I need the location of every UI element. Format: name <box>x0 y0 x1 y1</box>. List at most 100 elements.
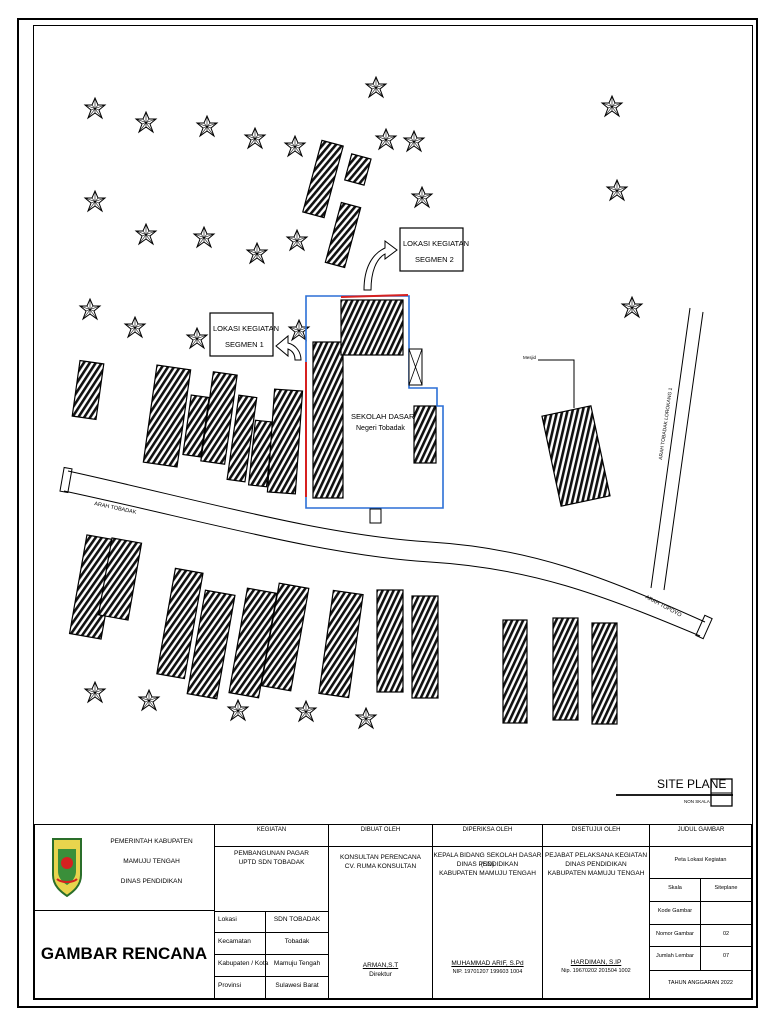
tree-icon <box>227 699 249 721</box>
segmen-1-callout: LOKASI KEGIATAN SEGMEN 1 <box>209 312 302 361</box>
building <box>71 359 105 421</box>
regency-logo <box>52 838 82 897</box>
building <box>182 394 210 458</box>
tree-icon <box>403 130 425 152</box>
tree-icon <box>196 115 218 137</box>
building <box>142 364 192 468</box>
kecamatan-label: Kecamatan <box>218 938 251 945</box>
diperiksa-org-2: DINAS PENDIDIKAN <box>456 861 519 868</box>
school-building-icon <box>340 299 404 356</box>
tree-icon <box>355 707 377 729</box>
judul-title: Peta Lokasi Kegiatan <box>674 857 727 863</box>
tree-icon <box>79 298 101 320</box>
dibuat-name: ARMAN,S.T <box>362 962 399 969</box>
plan-title: SITE PLANE <box>657 777 726 791</box>
diperiksa-org-1: KEPALA BIDANG SEKOLAH DASAR (SD) <box>433 852 542 868</box>
tahun-anggaran: TAHUN ANGGARAN 2022 <box>667 980 733 986</box>
agency-cell: PEMERINTAH KABUPATEN MAMUJU TENGAH DINAS… <box>34 824 215 911</box>
segmen-2-sublabel: SEGMEN 2 <box>415 255 454 264</box>
provinsi-value: Sulawesi Barat <box>275 982 319 989</box>
mosque-callout: Mesjid <box>523 355 575 408</box>
disetujui-header: DISETUJUI OLEH <box>571 827 621 833</box>
nomor-gambar-label: Nomor Gambar <box>656 931 694 937</box>
drawing-border <box>33 25 753 1000</box>
site-plane-title: SITE PLANE NON SKALA <box>616 777 733 807</box>
building <box>502 619 528 724</box>
segmen-1-label: LOKASI KEGIATAN <box>213 324 279 333</box>
drawing-type: GAMBAR RENCANA <box>34 911 215 999</box>
dibuat-cell: DIBUAT OLEH KONSULTAN PERENCANA CV. RUMA… <box>329 824 433 999</box>
school-building-icon <box>413 405 437 464</box>
disetujui-org-3: KABUPATEN MAMUJU TENGAH <box>547 870 645 877</box>
building <box>200 371 238 465</box>
dibuat-header: DIBUAT OLEH <box>360 827 401 833</box>
title-block: PEMERINTAH KABUPATEN MAMUJU TENGAH DINAS… <box>34 824 752 999</box>
building <box>186 589 236 700</box>
road-label-north: ARAH TOBADAK LOROKANG 1 <box>658 387 674 460</box>
arrow-icon <box>275 334 302 361</box>
building <box>318 589 364 699</box>
disetujui-cell: DISETUJUI OLEH PEJABAT PELAKSANA KEGIATA… <box>543 824 650 999</box>
mosque-icon <box>541 405 611 507</box>
tree-icon <box>138 689 160 711</box>
building <box>411 595 439 699</box>
building <box>97 537 143 621</box>
tree-icon <box>84 97 106 119</box>
road-label-west: ARAH TOBADAK <box>94 501 138 516</box>
lokasi-value: SDN TOBADAK <box>273 916 321 923</box>
segmen-2-label: LOKASI KEGIATAN <box>403 239 469 248</box>
nomor-gambar-value: 02 <box>722 931 730 937</box>
segmen-1-sublabel: SEGMEN 1 <box>225 340 264 349</box>
tree-icon <box>244 127 266 149</box>
building <box>226 394 258 483</box>
building <box>552 617 579 721</box>
building <box>260 582 310 692</box>
kegiatan-cell: KEGIATAN PEMBANGUNAN PAGAR UPTD SDN TOBA… <box>215 824 329 999</box>
tree-icon <box>135 223 157 245</box>
building <box>343 153 372 186</box>
jumlah-lembar-value: 07 <box>722 953 730 959</box>
school-fence <box>305 294 444 524</box>
tree-icon <box>606 179 628 201</box>
jumlah-lembar-label: Jumlah Lembar <box>656 953 694 959</box>
tree-icon <box>621 296 643 318</box>
kabupaten-value: Mamuju Tengah <box>273 960 321 967</box>
plan-scale: NON SKALA <box>684 799 710 804</box>
kegiatan-title-1: PEMBANGUNAN PAGAR <box>233 850 309 857</box>
dibuat-org-1: KONSULTAN PERENCANA <box>339 854 422 861</box>
segmen-2-callout: LOKASI KEGIATAN SEGMEN 2 <box>363 227 469 291</box>
agency-line-1: PEMERINTAH KABUPATEN <box>110 838 193 845</box>
tree-icon <box>193 226 215 248</box>
disetujui-org-2: DINAS PENDIDIKAN <box>565 861 627 868</box>
kegiatan-title-2: UPTD SDN TOBADAK <box>238 859 305 866</box>
tree-icon <box>365 76 387 98</box>
kabupaten-label: Kabupaten / Kota <box>218 960 269 967</box>
building <box>376 589 404 693</box>
sheet-border <box>17 18 758 1008</box>
skala-label: Skala <box>668 885 682 891</box>
provinsi-label: Provinsi <box>218 982 242 989</box>
buildings <box>68 139 618 725</box>
kecamatan-value: Tobadak <box>284 938 310 945</box>
school-building-icon <box>312 341 344 499</box>
kegiatan-header: KEGIATAN <box>256 827 287 833</box>
dibuat-org-2: CV. RUMA KONSULTAN <box>344 863 417 870</box>
mosque-label: Mesjid <box>523 355 537 360</box>
school-sublabel: Negeri Tobadak <box>356 425 405 432</box>
arrow-icon <box>363 240 398 291</box>
agency-line-3: DINAS PENDIDIKAN <box>120 878 183 885</box>
diperiksa-header: DIPERIKSA OLEH <box>462 827 513 833</box>
tree-icon <box>246 242 268 264</box>
tree-icon <box>84 681 106 703</box>
tree-icon <box>286 229 308 251</box>
building <box>156 567 204 680</box>
agency-line-2: MAMUJU TENGAH <box>123 858 180 865</box>
school-label: SEKOLAH DASAR <box>351 412 415 421</box>
disetujui-nip: Nip. 19670202 201504 1002 <box>561 968 631 974</box>
diperiksa-nip: NIP. 19701207 199603 1004 <box>452 969 523 975</box>
tree-icon <box>375 128 397 150</box>
judul-header: JUDUL GAMBAR <box>677 827 725 833</box>
tree-icon <box>284 135 306 157</box>
dibuat-role: Direktur <box>369 971 392 978</box>
